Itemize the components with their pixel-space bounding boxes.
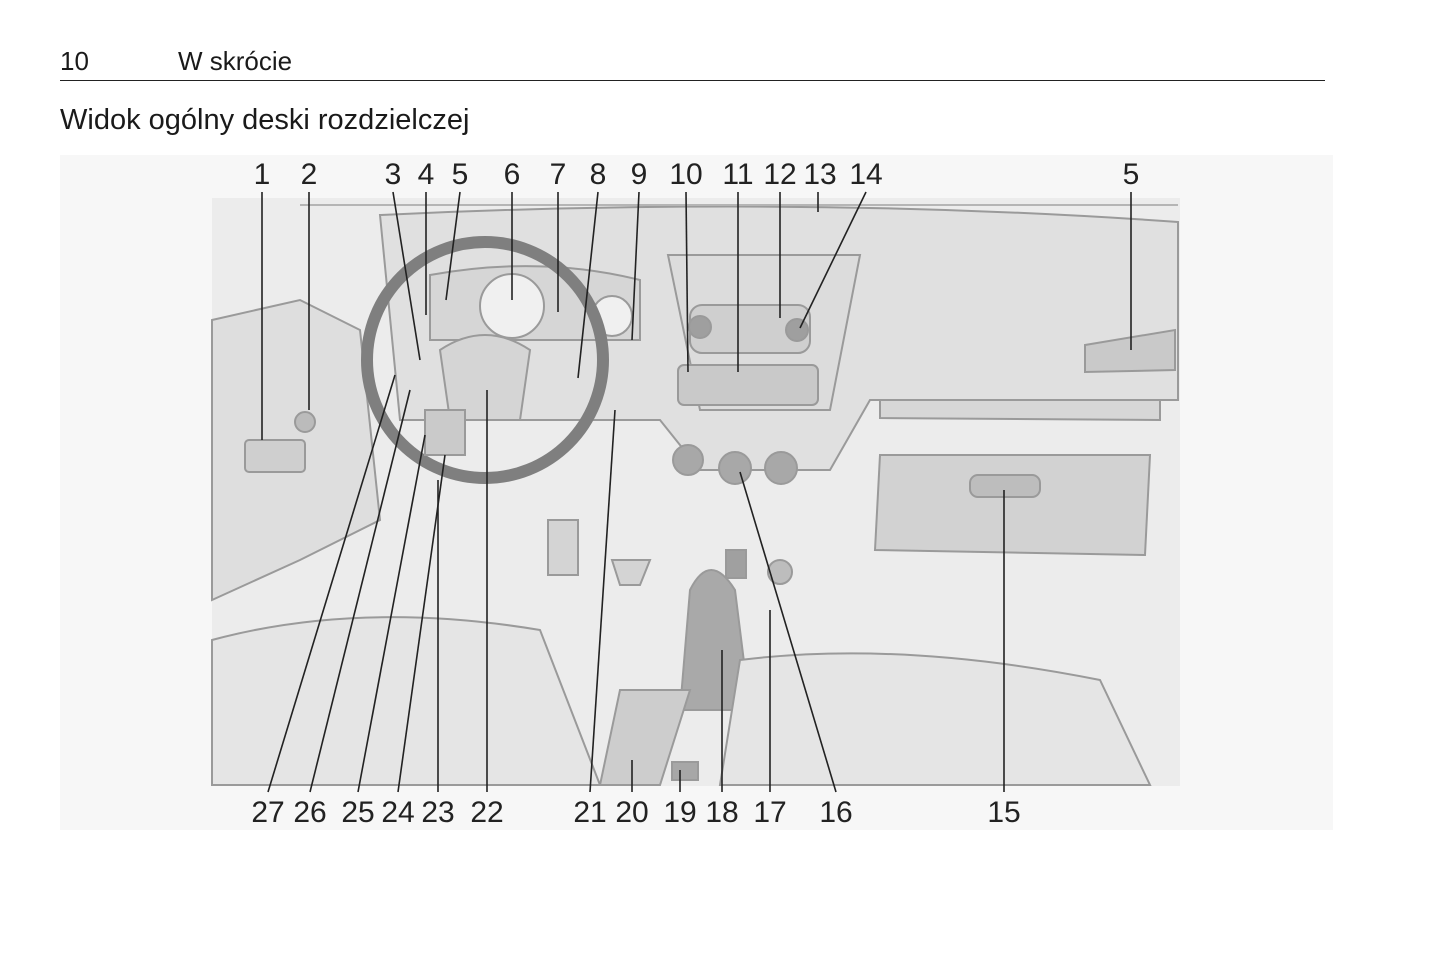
- page-number: 10: [60, 46, 89, 76]
- callout-14: 14: [849, 158, 882, 191]
- callout-11: 11: [722, 158, 753, 191]
- callout-22: 22: [470, 796, 503, 829]
- callout-1: 1: [254, 158, 271, 191]
- callout-13: 13: [803, 158, 836, 191]
- callout-18: 18: [705, 796, 738, 829]
- page-title: Widok ogólny deski rozdzielczej: [60, 104, 470, 136]
- callout-8: 8: [590, 158, 607, 191]
- callout-24: 24: [381, 796, 414, 829]
- callout-3: 3: [385, 158, 402, 191]
- callout-5: 5: [452, 158, 469, 191]
- callout-20: 20: [615, 796, 648, 829]
- callout-27: 27: [251, 796, 284, 829]
- callout-9: 9: [631, 158, 648, 191]
- callout-leaders: [261, 191, 1132, 793]
- page-header: 10 W skrócie: [60, 46, 1325, 81]
- callout-16: 16: [819, 796, 852, 829]
- callout-5-right: 5: [1123, 158, 1140, 191]
- callout-15: 15: [987, 796, 1020, 829]
- callout-2: 2: [301, 158, 318, 191]
- callout-6: 6: [504, 158, 521, 191]
- callout-25: 25: [341, 796, 374, 829]
- callout-19: 19: [663, 796, 696, 829]
- callout-23: 23: [421, 796, 454, 829]
- callout-12: 12: [763, 158, 796, 191]
- callout-21: 21: [573, 796, 606, 829]
- callout-17: 17: [753, 796, 786, 829]
- section-title: W skrócie: [178, 46, 293, 76]
- callout-7: 7: [550, 158, 567, 191]
- callout-4: 4: [418, 158, 435, 191]
- callout-10: 10: [669, 158, 702, 191]
- cabin-drawing: [211, 198, 1180, 786]
- callout-26: 26: [293, 796, 326, 829]
